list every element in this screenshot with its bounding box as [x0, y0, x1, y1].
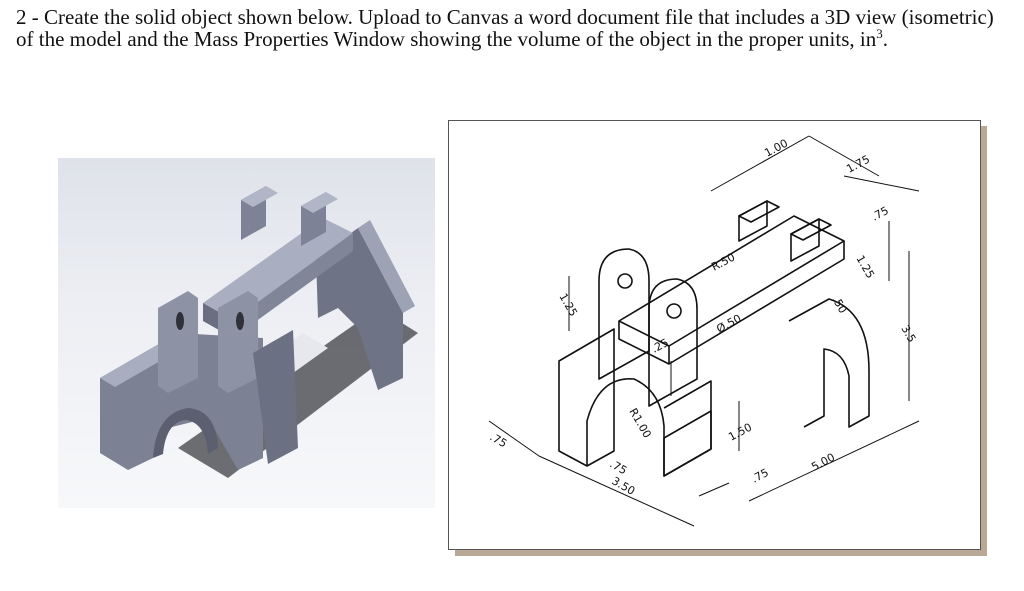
back-leg [316, 228, 403, 390]
dim-1-75: 1.75 [844, 153, 872, 176]
lug-right-hole [236, 312, 244, 330]
lug-right [218, 291, 258, 393]
back-leg-face [358, 220, 415, 313]
tab-back-top [738, 200, 780, 223]
dim-3-5: 3.5 [898, 323, 918, 345]
tab-right-top [301, 192, 338, 213]
front-right-leg [253, 330, 298, 464]
dimension-lines [488, 135, 920, 527]
lug-left-hole [176, 312, 184, 330]
tab-left-top [241, 186, 278, 207]
dim-75-bottom: .75 [608, 457, 630, 477]
top-bar-side [233, 233, 353, 338]
model-render-svg [100, 186, 418, 478]
rear-leg [788, 298, 870, 428]
dim-1-00: 1.00 [762, 137, 790, 160]
dimensioned-drawing: 1.00 1.75 .75 R.50 1.25 3.5 .50 1.25 Ø.5… [448, 120, 981, 550]
lug-1-hole [617, 273, 633, 289]
dim-1-25-left: 1.25 [556, 291, 580, 319]
base-left [558, 328, 615, 467]
lug-2 [648, 278, 698, 407]
dim-75-top: .75 [869, 204, 891, 224]
dim-r1-00: R1.00 [626, 406, 653, 440]
question-text: 2 - Create the solid object shown below.… [16, 6, 1006, 50]
model-render-image [58, 158, 435, 508]
question-number: 2 [16, 5, 27, 29]
question-end: . [882, 27, 888, 51]
dim-1-25-right: 1.25 [853, 253, 877, 281]
lug-2-hole [666, 303, 682, 319]
top-bar-top [203, 218, 353, 320]
drawing-svg: 1.00 1.75 .75 R.50 1.25 3.5 .50 1.25 Ø.5… [488, 135, 920, 527]
foot-front [663, 410, 712, 477]
dim-25: .25 [649, 336, 671, 356]
dim-75-foot: .75 [749, 466, 771, 486]
dim-50: .50 [829, 294, 849, 316]
dim-r50: R.50 [709, 251, 737, 274]
base-arch [586, 378, 712, 477]
tab-right-top [790, 218, 832, 241]
lug-left [158, 291, 198, 393]
front-arch [153, 408, 218, 458]
question-body: - Create the solid object shown below. U… [16, 5, 994, 51]
tab-right [790, 218, 820, 262]
dim-1-50: 1.50 [726, 421, 754, 444]
unit-exponent: 3 [876, 26, 883, 41]
lug-1 [598, 248, 650, 380]
dim-5-00: 5.00 [809, 451, 837, 474]
